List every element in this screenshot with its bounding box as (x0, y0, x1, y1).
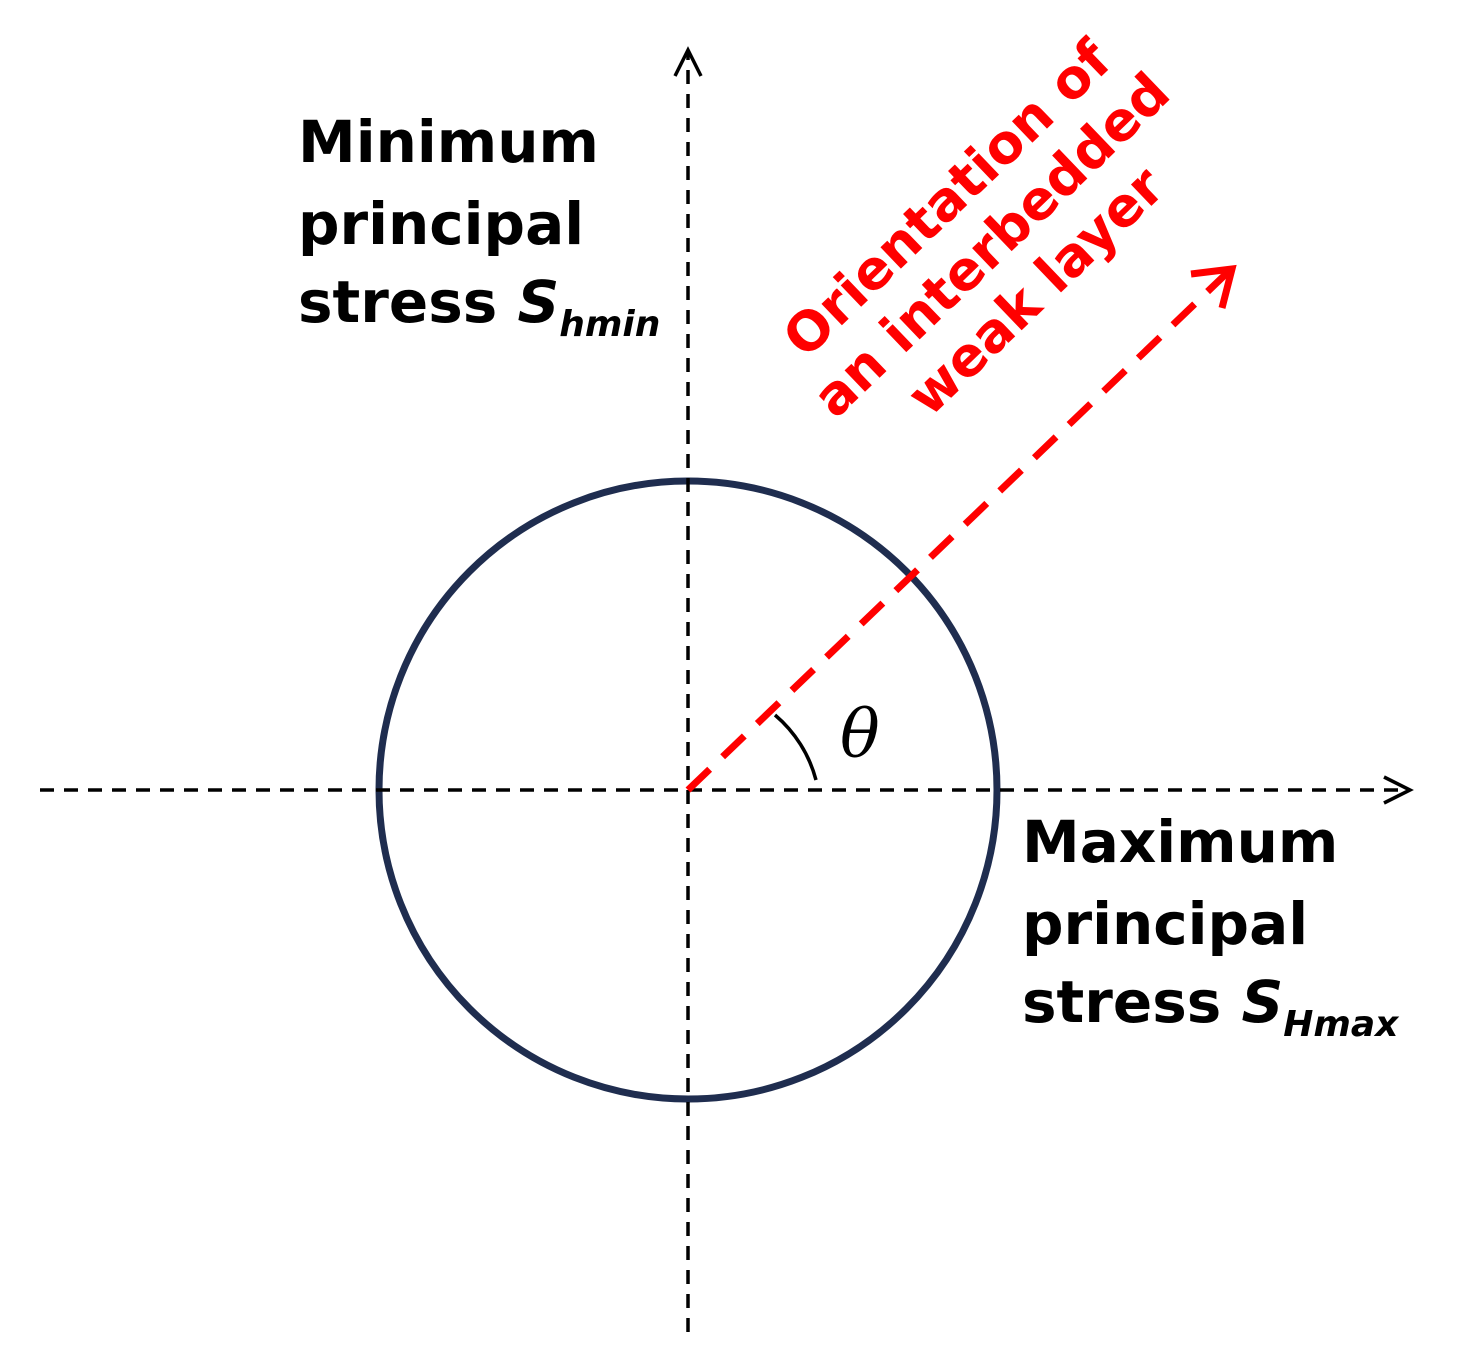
maximum-label-line1: Maximum (1022, 808, 1338, 876)
maximum-stress-label: Maximum principal stress SHmax (1022, 808, 1400, 1045)
minimum-label-stress: stress (298, 268, 517, 336)
maximum-label-line2: principal (1022, 890, 1308, 958)
minimum-label-line1: Minimum (298, 108, 599, 176)
minimum-label-subscript: hmin (559, 304, 660, 345)
vertical-axis-arrowhead (673, 46, 703, 77)
weak-layer-label: Orientation of an interbedded weak layer (771, 28, 1182, 430)
weak-layer-line (685, 269, 1231, 793)
minimum-stress-label: Minimum principal stress Shmin (298, 108, 660, 345)
maximum-label-line3: stress SHmax (1022, 968, 1400, 1045)
horizontal-axis-arrowhead (1383, 775, 1414, 805)
maximum-label-subscript: Hmax (1283, 1004, 1400, 1045)
minimum-label-symbol: S (517, 268, 559, 336)
weak-layer-arrowhead (1190, 264, 1237, 309)
minimum-label-line2: principal (298, 190, 584, 258)
minimum-label-line3: stress Shmin (298, 268, 660, 345)
maximum-label-symbol: S (1241, 968, 1283, 1036)
angle-arc (773, 713, 818, 781)
angle-label: θ (840, 696, 880, 773)
maximum-label-stress: stress (1022, 968, 1241, 1036)
